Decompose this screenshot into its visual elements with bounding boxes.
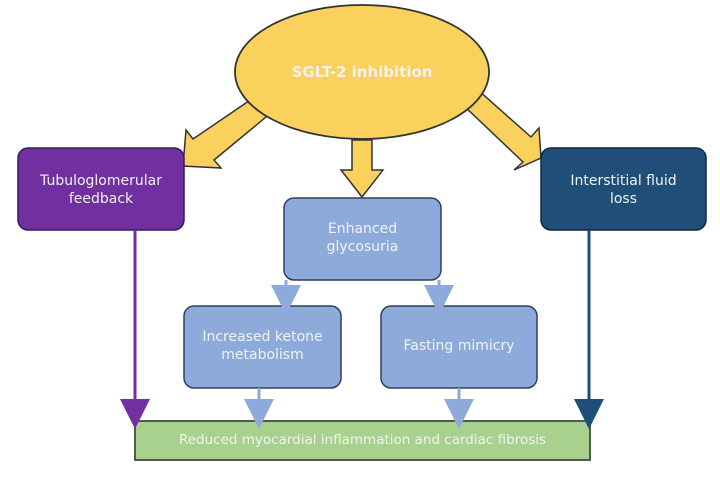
node-outcome [134,420,591,461]
block-arrow-right [460,89,542,171]
node-tubuloglomerular [17,147,185,231]
root-node-sglt2 [234,4,490,140]
node-ketone [183,305,342,389]
node-interstitial [540,147,707,231]
node-fasting [380,305,538,389]
block-arrow-center [339,139,385,199]
node-glycosuria [283,197,442,281]
